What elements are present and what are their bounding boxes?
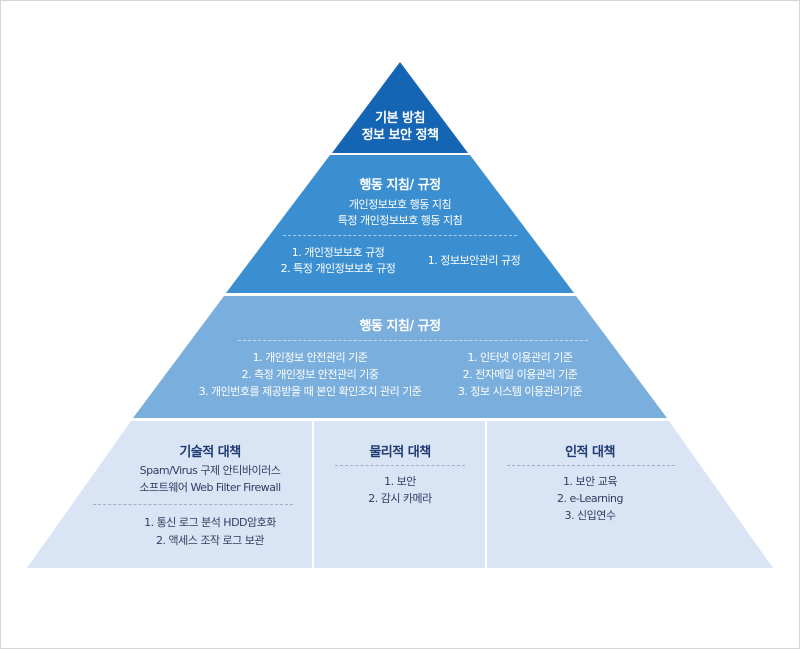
tier3-divider <box>238 340 588 341</box>
tier1-line1: 기본 방침 <box>375 111 425 126</box>
human-divider <box>507 465 675 466</box>
tier3-right-3: 3. 정보 시스템 이용관리기준 <box>457 385 583 398</box>
human-item-1: 1. 보안 교육 <box>563 475 617 488</box>
tier3-right-2: 2. 전자메일 이용관리 기준 <box>462 368 578 381</box>
physical-item-1: 1. 보안 <box>384 475 416 488</box>
physical-divider <box>335 465 465 466</box>
tier1-shape <box>332 62 468 153</box>
physical-item-2: 2. 감시 카메라 <box>368 492 432 505</box>
human-title: 인적 대책 <box>565 445 615 460</box>
technical-item-bottom-2: 2. 액세스 조작 로그 보관 <box>155 534 265 547</box>
tier2-divider <box>283 235 517 236</box>
technical-item-top-1: Spam/Virus 구제 안티바이러스 <box>139 464 281 477</box>
tier3-title: 행동 지침/ 규정 <box>359 319 441 334</box>
tier2-right-rule-1: 1. 정보보안관리 규정 <box>427 254 521 267</box>
tier3-left-2: 2. 측정 개인정보 안전관리 기중 <box>241 368 379 381</box>
tier2-guideline-1: 개인정보보호 행동 지침 <box>348 198 452 211</box>
physical-title: 물리적 대책 <box>369 445 431 460</box>
human-item-2: 2. e-Learning <box>557 492 623 505</box>
technical-item-top-2: 소프트웨어 Web Filter Firewall <box>139 481 281 494</box>
tier2-guideline-2: 특정 개인정보보호 행동 지침 <box>337 214 463 227</box>
tier2-left-rule-2: 2. 특정 개인정보보호 규정 <box>280 262 396 275</box>
tier3-right-1: 1. 인터넷 이용관리 기준 <box>467 351 573 364</box>
tier1-line2: 정보 보안 정책 <box>361 128 439 143</box>
technical-item-bottom-1: 1. 통신 로그 분석 HDD암호화 <box>144 516 276 529</box>
tier3-left-1: 1. 개인정보 안전관리 기준 <box>252 351 368 364</box>
tier2-title: 행동 지침/ 규정 <box>359 178 441 193</box>
tier4-shape <box>27 421 773 568</box>
tier3-shape <box>133 296 667 418</box>
technical-title: 기술적 대책 <box>179 445 241 460</box>
tier2-left-rule-1: 1. 개인정보보호 규정 <box>291 246 385 259</box>
human-item-3: 3. 신입연수 <box>564 509 616 522</box>
tier3-left-3: 3. 개인번호를 제공받을 때 본인 확인조치 관리 기준 <box>198 385 422 398</box>
tier2-shape <box>226 155 574 293</box>
technical-divider <box>93 504 293 505</box>
